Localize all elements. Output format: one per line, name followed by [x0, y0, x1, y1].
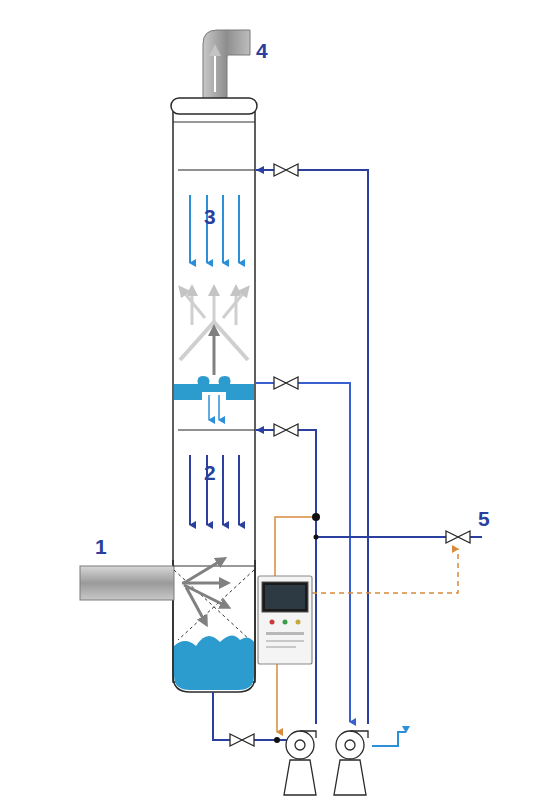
spray-header-lower — [178, 430, 255, 431]
control-panel — [270, 620, 275, 625]
tower-shell — [173, 560, 255, 692]
control-panel — [265, 585, 305, 609]
gas-flow-upper — [191, 290, 194, 325]
suction-pipe — [213, 692, 230, 740]
junction-dots — [312, 513, 320, 521]
junction-dots — [274, 737, 280, 743]
outlet-stack — [203, 30, 250, 100]
outlet-stack — [214, 50, 216, 92]
gas-flow-upper — [235, 290, 238, 325]
collector-tray — [174, 376, 254, 400]
gas-flow-upper — [182, 290, 205, 318]
junction-dots — [314, 535, 319, 540]
control-signals — [275, 517, 312, 576]
demister — [173, 122, 255, 123]
control-signals — [312, 549, 458, 593]
callout-number: 2 — [204, 462, 216, 483]
tower-shell — [171, 98, 257, 114]
pump-1 — [295, 740, 305, 750]
collector-tray — [208, 395, 210, 420]
spray-header-lower — [178, 430, 255, 431]
valves — [274, 164, 298, 176]
liquid-sump — [174, 635, 254, 690]
spray-header-top — [178, 170, 255, 171]
spray-arrows-top — [238, 195, 240, 263]
pipe-arrowheads — [256, 166, 264, 174]
demister — [173, 122, 255, 123]
collector-tray — [174, 376, 254, 420]
spray-arrows-lower — [190, 455, 239, 525]
recirculation-pipes — [256, 382, 274, 384]
outlet-stack — [203, 30, 250, 100]
gas-flow-upper — [223, 290, 246, 318]
control-panel — [266, 640, 304, 642]
inlet-duct — [186, 587, 205, 622]
control-panel — [296, 620, 301, 625]
recirculation-pipes — [470, 536, 482, 538]
gas-flow-upper — [213, 330, 216, 375]
collector-tray — [218, 395, 220, 420]
spray-arrows-top — [189, 195, 191, 263]
callout-number: 4 — [256, 40, 268, 61]
control-panel — [258, 576, 312, 664]
control-panel — [258, 576, 312, 664]
inlet-duct — [184, 560, 222, 583]
spray-arrows-top — [222, 195, 224, 263]
suction-pipe — [213, 692, 290, 740]
pump-2 — [334, 731, 368, 795]
recirculation-pipes — [372, 732, 406, 746]
pump-1 — [286, 731, 314, 759]
pipe-arrowheads — [256, 426, 264, 434]
control-panel — [283, 620, 288, 625]
gas-flow-upper — [213, 290, 216, 322]
control-panel — [266, 646, 296, 648]
inlet-duct — [182, 560, 226, 622]
liquid-sump — [174, 635, 254, 690]
pump-1 — [284, 731, 316, 795]
callout-number: 3 — [204, 206, 216, 227]
pipe-arrowheads — [256, 166, 264, 434]
recirculation-pipes — [316, 536, 446, 538]
pump-2 — [350, 731, 368, 738]
pump-1 — [300, 731, 316, 738]
valves — [274, 424, 298, 436]
recirculation-pipes — [298, 383, 350, 722]
inlet-duct — [80, 560, 255, 640]
valves — [230, 164, 470, 746]
recirculation-pipes — [256, 170, 482, 746]
pump-2 — [345, 740, 355, 750]
control-signals — [276, 664, 278, 732]
spray-arrows-lower — [238, 455, 240, 525]
tower-shell — [171, 98, 257, 692]
suction-pipe — [254, 739, 290, 741]
spray-arrows-top — [190, 195, 239, 263]
tower-shell — [173, 112, 255, 682]
control-panel — [262, 582, 308, 612]
control-panel — [266, 632, 304, 635]
inlet-duct — [80, 566, 174, 600]
pump-2 — [336, 731, 364, 759]
callout-number: 1 — [95, 536, 107, 557]
valves — [274, 377, 298, 389]
gas-flow-upper — [180, 290, 248, 375]
spray-arrows-lower — [189, 455, 191, 525]
pump-2 — [334, 760, 366, 795]
callout-number: 5 — [478, 508, 490, 529]
valves — [446, 531, 470, 543]
pump-1 — [284, 760, 316, 795]
valves — [230, 734, 254, 746]
spray-arrows-lower — [222, 455, 224, 525]
spray-header-top — [178, 170, 255, 171]
